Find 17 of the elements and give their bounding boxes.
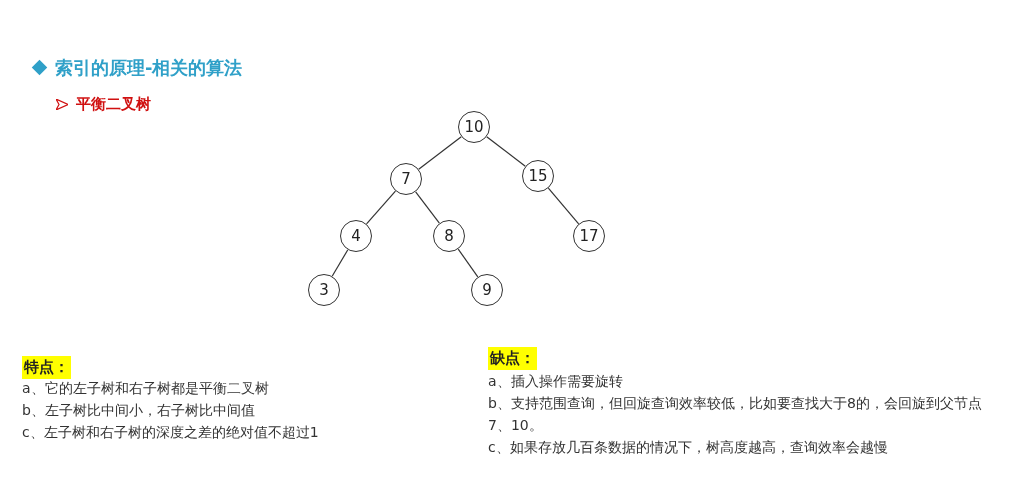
- note-text: a、它的左子树和右子树都是平衡二叉树: [22, 379, 269, 398]
- section-heading: 索引的原理-相关的算法: [55, 56, 243, 80]
- tree-edge: [547, 187, 580, 225]
- note-text: c、左子树和右子树的深度之差的绝对值不超过1: [22, 423, 319, 442]
- note-text: b、支持范围查询，但回旋查询效率较低，比如要查找大于8的，会回旋到父节点7、10。: [488, 394, 983, 435]
- highlighted-heading: 缺点：: [488, 347, 537, 370]
- tree-edge: [365, 190, 397, 225]
- tree-edge: [457, 248, 479, 278]
- tree-edge: [418, 136, 462, 170]
- highlighted-heading: 特点：: [22, 356, 71, 379]
- note-text: b、左子树比中间小，右子树比中间值: [22, 401, 255, 420]
- note-text: a、插入操作需要旋转: [488, 372, 623, 391]
- tree-edge: [415, 191, 440, 224]
- tree-edge: [486, 136, 526, 167]
- tree-edge: [331, 249, 349, 277]
- subheading: 平衡二叉树: [76, 94, 151, 115]
- note-text: c、如果存放几百条数据的情况下，树高度越高，查询效率会越慢: [488, 438, 888, 457]
